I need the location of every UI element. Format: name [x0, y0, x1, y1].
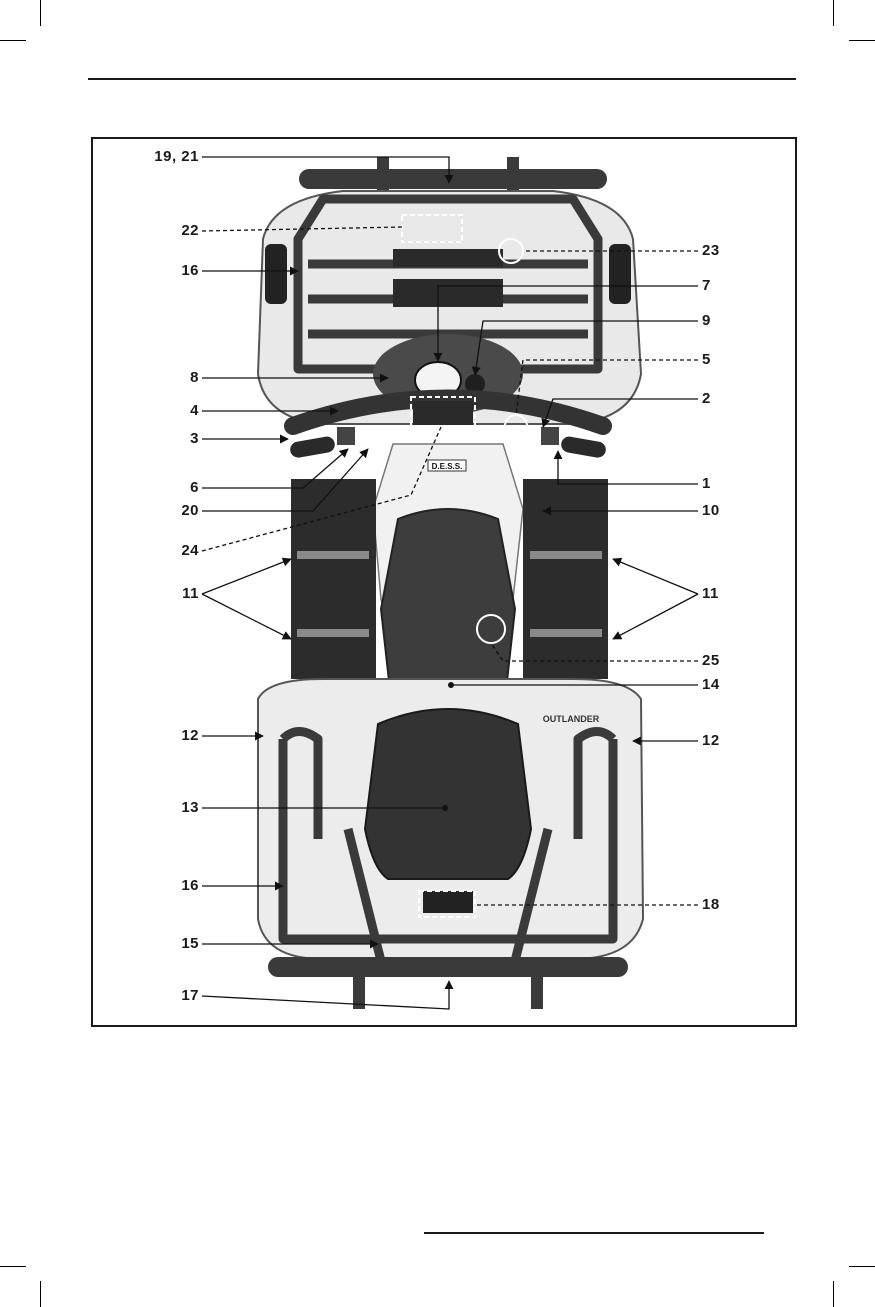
callout-label: 19, 21: [154, 148, 199, 165]
crop-mark: [833, 1281, 834, 1307]
crop-mark: [0, 1266, 26, 1267]
callout-label: 22: [181, 222, 199, 239]
callout-label: 23: [702, 242, 720, 259]
callout-label: 20: [181, 502, 199, 519]
rear-bumper: [268, 957, 628, 1009]
crop-mark: [40, 1281, 41, 1307]
fender-logo: OUTLANDER: [543, 714, 600, 724]
callout-label: 16: [181, 262, 199, 279]
callout-label: 25: [702, 652, 720, 669]
callout-label: 6: [190, 479, 199, 496]
callout-label: 11: [702, 585, 719, 602]
callout-label: 9: [702, 312, 711, 329]
passenger-seat: [363, 708, 533, 880]
callout-label: 14: [702, 676, 720, 693]
leader-lines: [201, 156, 699, 1010]
crop-mark: [833, 0, 834, 26]
rear-rack: [278, 727, 618, 971]
callout-boxes: [401, 214, 476, 918]
dess-badge: D.E.S.S.: [432, 462, 463, 471]
callout-label: 2: [702, 390, 711, 407]
right-footrest: [523, 479, 608, 679]
callout-circles: [476, 238, 528, 644]
left-footrest: [291, 479, 376, 679]
callout-label: 10: [702, 502, 720, 519]
callout-label: 5: [702, 351, 711, 368]
vehicle-figure: D.E.S.S.: [91, 137, 797, 1027]
callout-label: 8: [190, 369, 199, 386]
footer-rule: [424, 1232, 764, 1234]
crop-mark: [40, 0, 41, 26]
callout-label: 18: [702, 896, 720, 913]
crop-mark: [849, 40, 875, 41]
header-rule: [88, 78, 796, 80]
callout-label: 12: [702, 732, 720, 749]
callout-label: 17: [181, 987, 199, 1004]
atv-top-view-illustration: D.E.S.S.: [201, 156, 699, 1010]
driver-seat: [379, 508, 517, 700]
callout-label: 7: [702, 277, 711, 294]
callout-label: 3: [190, 430, 199, 447]
callout-label: 24: [181, 542, 199, 559]
crop-mark: [849, 1266, 875, 1267]
callout-label: 13: [181, 799, 199, 816]
callout-label: 1: [702, 475, 711, 492]
crop-mark: [0, 40, 26, 41]
callout-label: 4: [190, 402, 199, 419]
callout-label: 16: [181, 877, 199, 894]
callout-label: 11: [182, 585, 199, 602]
callout-label: 15: [181, 935, 199, 952]
callout-label: 12: [181, 727, 199, 744]
